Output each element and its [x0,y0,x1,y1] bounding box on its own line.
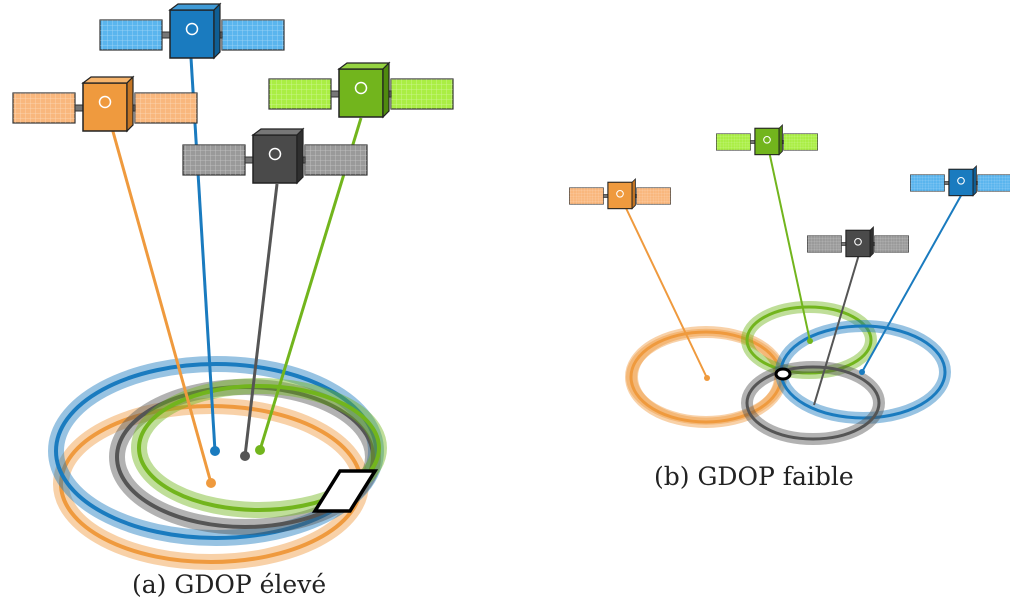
satellite-icon [716,123,818,156]
satellite-icon [910,164,1010,197]
signal-line-blue [861,191,964,373]
satellite-icon [99,2,285,60]
ground-point-green [255,445,265,455]
signal-line-gray [813,250,861,406]
intersection-point-icon [774,367,792,381]
signal-line-green [768,150,811,342]
rings-a [48,356,387,570]
signal-line-orange [624,205,708,379]
ground-point-blue [859,369,865,375]
satellite-icon [12,75,198,133]
ground-point-blue [210,446,220,456]
panel-a-high-gdop [12,2,454,570]
satellite-icon [268,61,454,119]
signal-lines-b [624,150,964,406]
ground-point-orange [704,375,710,381]
ground-points-a [206,445,265,488]
ground-points-b [704,338,865,381]
signal-line-gray [243,183,279,457]
satellite-icon [807,225,909,258]
ground-point-orange [206,478,216,488]
caption-panel-a: (a) GDOP élevé [132,570,327,599]
ground-point-green [807,338,813,344]
satellite-icon [182,127,368,185]
panel-b-low-gdop [569,123,1010,445]
ground-point-gray [240,451,250,461]
signal-line-orange [110,127,213,484]
satellite-icon [569,177,671,210]
caption-panel-b: (b) GDOP faible [654,462,854,491]
receiver-box-icon [311,469,379,513]
